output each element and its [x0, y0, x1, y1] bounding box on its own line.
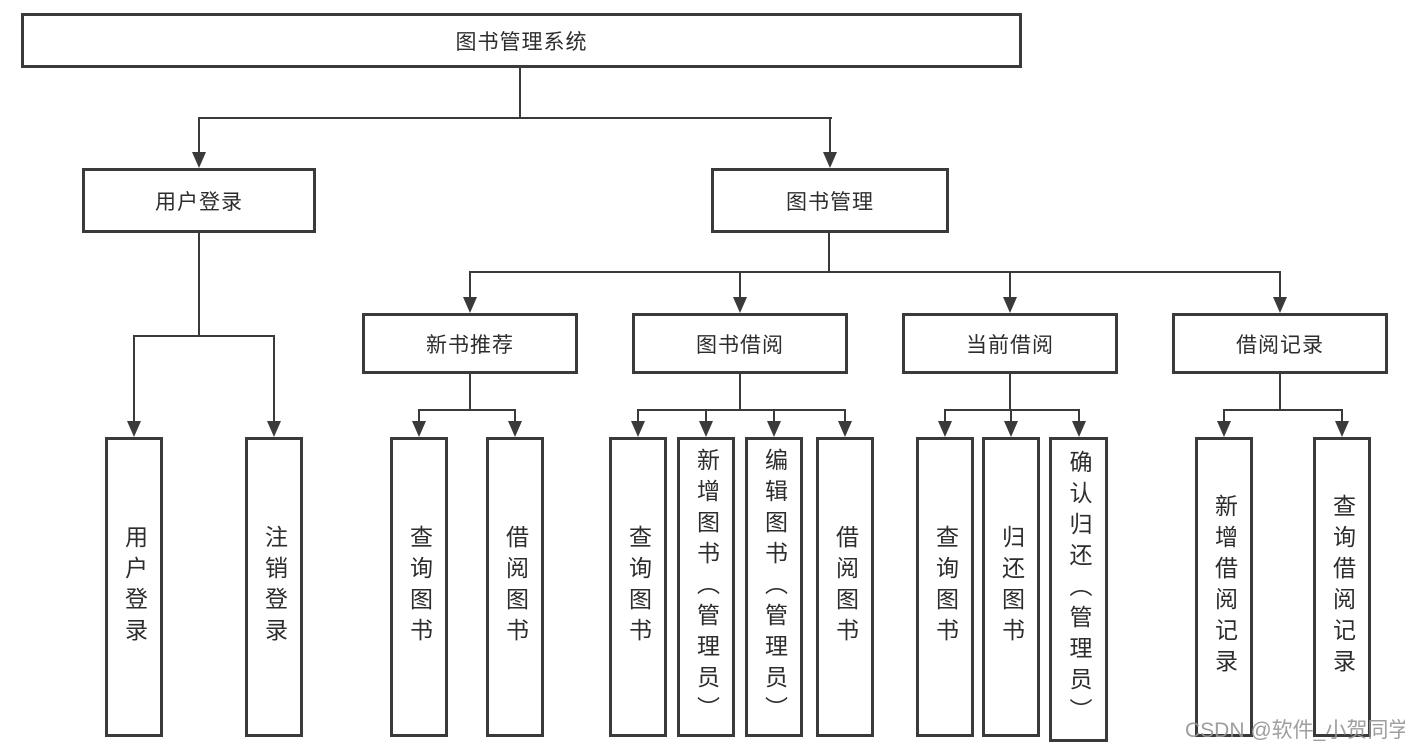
connector-line	[418, 409, 516, 411]
arrowhead-down-icon	[699, 421, 713, 437]
node-book-management-label: 图书管理	[786, 190, 874, 214]
connector-line	[133, 335, 135, 423]
arrowhead-down-icon	[1217, 421, 1231, 437]
connector-line	[829, 117, 831, 154]
node-root: 图书管理系统	[21, 13, 1022, 68]
connector-line	[844, 409, 846, 423]
node-leaf-add-books-admin: 新增图书（管理员）	[677, 437, 735, 737]
connector-line	[1009, 271, 1011, 299]
node-leaf-edit-books-admin: 编辑图书（管理员）	[745, 437, 803, 737]
arrowhead-down-icon	[1004, 421, 1018, 437]
node-leaf-confirm-return-admin: 确认归还（管理员）	[1049, 437, 1108, 742]
arrowhead-down-icon	[267, 421, 281, 437]
connector-line	[637, 409, 639, 423]
node-leaf-logout: 注销登录	[245, 437, 303, 737]
connector-line	[418, 409, 420, 423]
connector-line	[514, 409, 516, 423]
node-leaf-borrow-books-recommend: 借阅图书	[486, 437, 544, 737]
connector-line	[944, 409, 1080, 411]
connector-line	[469, 271, 471, 299]
node-leaf-query-books-borrowing: 查询图书	[609, 437, 667, 737]
arrowhead-down-icon	[508, 421, 522, 437]
connector-line	[705, 409, 707, 423]
arrowhead-down-icon	[733, 297, 747, 313]
arrowhead-down-icon	[1273, 297, 1287, 313]
arrowhead-down-icon	[631, 421, 645, 437]
node-leaf-query-books-borrowing-label: 查询图书	[625, 525, 652, 649]
node-leaf-query-books-recommend-label: 查询图书	[406, 525, 433, 649]
node-leaf-query-books-current: 查询图书	[916, 437, 974, 737]
connector-line	[469, 271, 1281, 273]
node-leaf-borrow-books-recommend-label: 借阅图书	[502, 525, 529, 649]
connector-line	[944, 409, 946, 423]
arrowhead-down-icon	[1335, 421, 1349, 437]
node-leaf-confirm-return-admin-label: 确认归还（管理员）	[1066, 450, 1092, 729]
connector-line	[1279, 374, 1281, 411]
node-leaf-query-books-current-label: 查询图书	[932, 525, 959, 649]
node-borrowing-records: 借阅记录	[1172, 313, 1388, 374]
node-leaf-return-books-label: 归还图书	[998, 525, 1025, 649]
arrowhead-down-icon	[838, 421, 852, 437]
connector-line	[637, 409, 846, 411]
connector-line	[1341, 409, 1343, 423]
connector-line	[739, 271, 741, 299]
node-leaf-user-login-label: 用户登录	[121, 525, 148, 649]
arrowhead-down-icon	[938, 421, 952, 437]
node-leaf-query-books-recommend: 查询图书	[390, 437, 448, 737]
node-root-label: 图书管理系统	[455, 30, 588, 54]
node-leaf-borrow-books-borrowing: 借阅图书	[816, 437, 874, 737]
node-user-login: 用户登录	[82, 168, 316, 233]
arrowhead-down-icon	[463, 297, 477, 313]
node-leaf-add-borrow-record-label: 新增借阅记录	[1211, 494, 1238, 680]
connector-line	[198, 233, 200, 337]
connector-line	[1223, 409, 1343, 411]
node-book-borrowing: 图书借阅	[632, 313, 848, 374]
node-leaf-add-borrow-record: 新增借阅记录	[1195, 437, 1253, 737]
node-book-borrowing-label: 图书借阅	[696, 333, 784, 357]
arrowhead-down-icon	[412, 421, 426, 437]
node-leaf-query-borrow-record-label: 查询借阅记录	[1329, 494, 1356, 680]
node-leaf-edit-books-admin-label: 编辑图书（管理员）	[761, 447, 788, 727]
connector-line	[198, 117, 200, 154]
connector-line	[198, 117, 832, 119]
connector-line	[273, 335, 275, 423]
connector-line	[133, 335, 275, 337]
node-leaf-borrow-books-borrowing-label: 借阅图书	[832, 525, 859, 649]
node-user-login-label: 用户登录	[155, 190, 243, 214]
node-leaf-add-books-admin-label: 新增图书（管理员）	[693, 447, 720, 727]
node-current-borrowing: 当前借阅	[902, 313, 1118, 374]
csdn-watermark: CSDN @软件_小贺同学	[1185, 719, 1405, 742]
arrowhead-down-icon	[127, 421, 141, 437]
node-new-book-recommend: 新书推荐	[362, 313, 578, 374]
connector-line	[1279, 271, 1281, 299]
connector-line	[739, 374, 741, 411]
arrowhead-down-icon	[1072, 421, 1086, 437]
arrowhead-down-icon	[1003, 297, 1017, 313]
connector-line	[1078, 409, 1080, 423]
node-book-management: 图书管理	[711, 168, 949, 233]
connector-line	[773, 409, 775, 423]
connector-line	[1009, 374, 1011, 411]
node-borrowing-records-label: 借阅记录	[1236, 333, 1324, 357]
node-leaf-query-borrow-record: 查询借阅记录	[1313, 437, 1371, 737]
connector-line	[1010, 409, 1012, 423]
connector-line	[519, 68, 521, 118]
node-leaf-user-login: 用户登录	[105, 437, 163, 737]
node-leaf-return-books: 归还图书	[982, 437, 1040, 737]
node-current-borrowing-label: 当前借阅	[966, 333, 1054, 357]
node-leaf-logout-label: 注销登录	[261, 525, 288, 649]
arrowhead-down-icon	[192, 152, 206, 168]
node-new-book-recommend-label: 新书推荐	[426, 333, 514, 357]
arrowhead-down-icon	[767, 421, 781, 437]
connector-line	[469, 374, 471, 411]
connector-line	[1223, 409, 1225, 423]
arrowhead-down-icon	[823, 152, 837, 168]
connector-line	[828, 233, 830, 273]
